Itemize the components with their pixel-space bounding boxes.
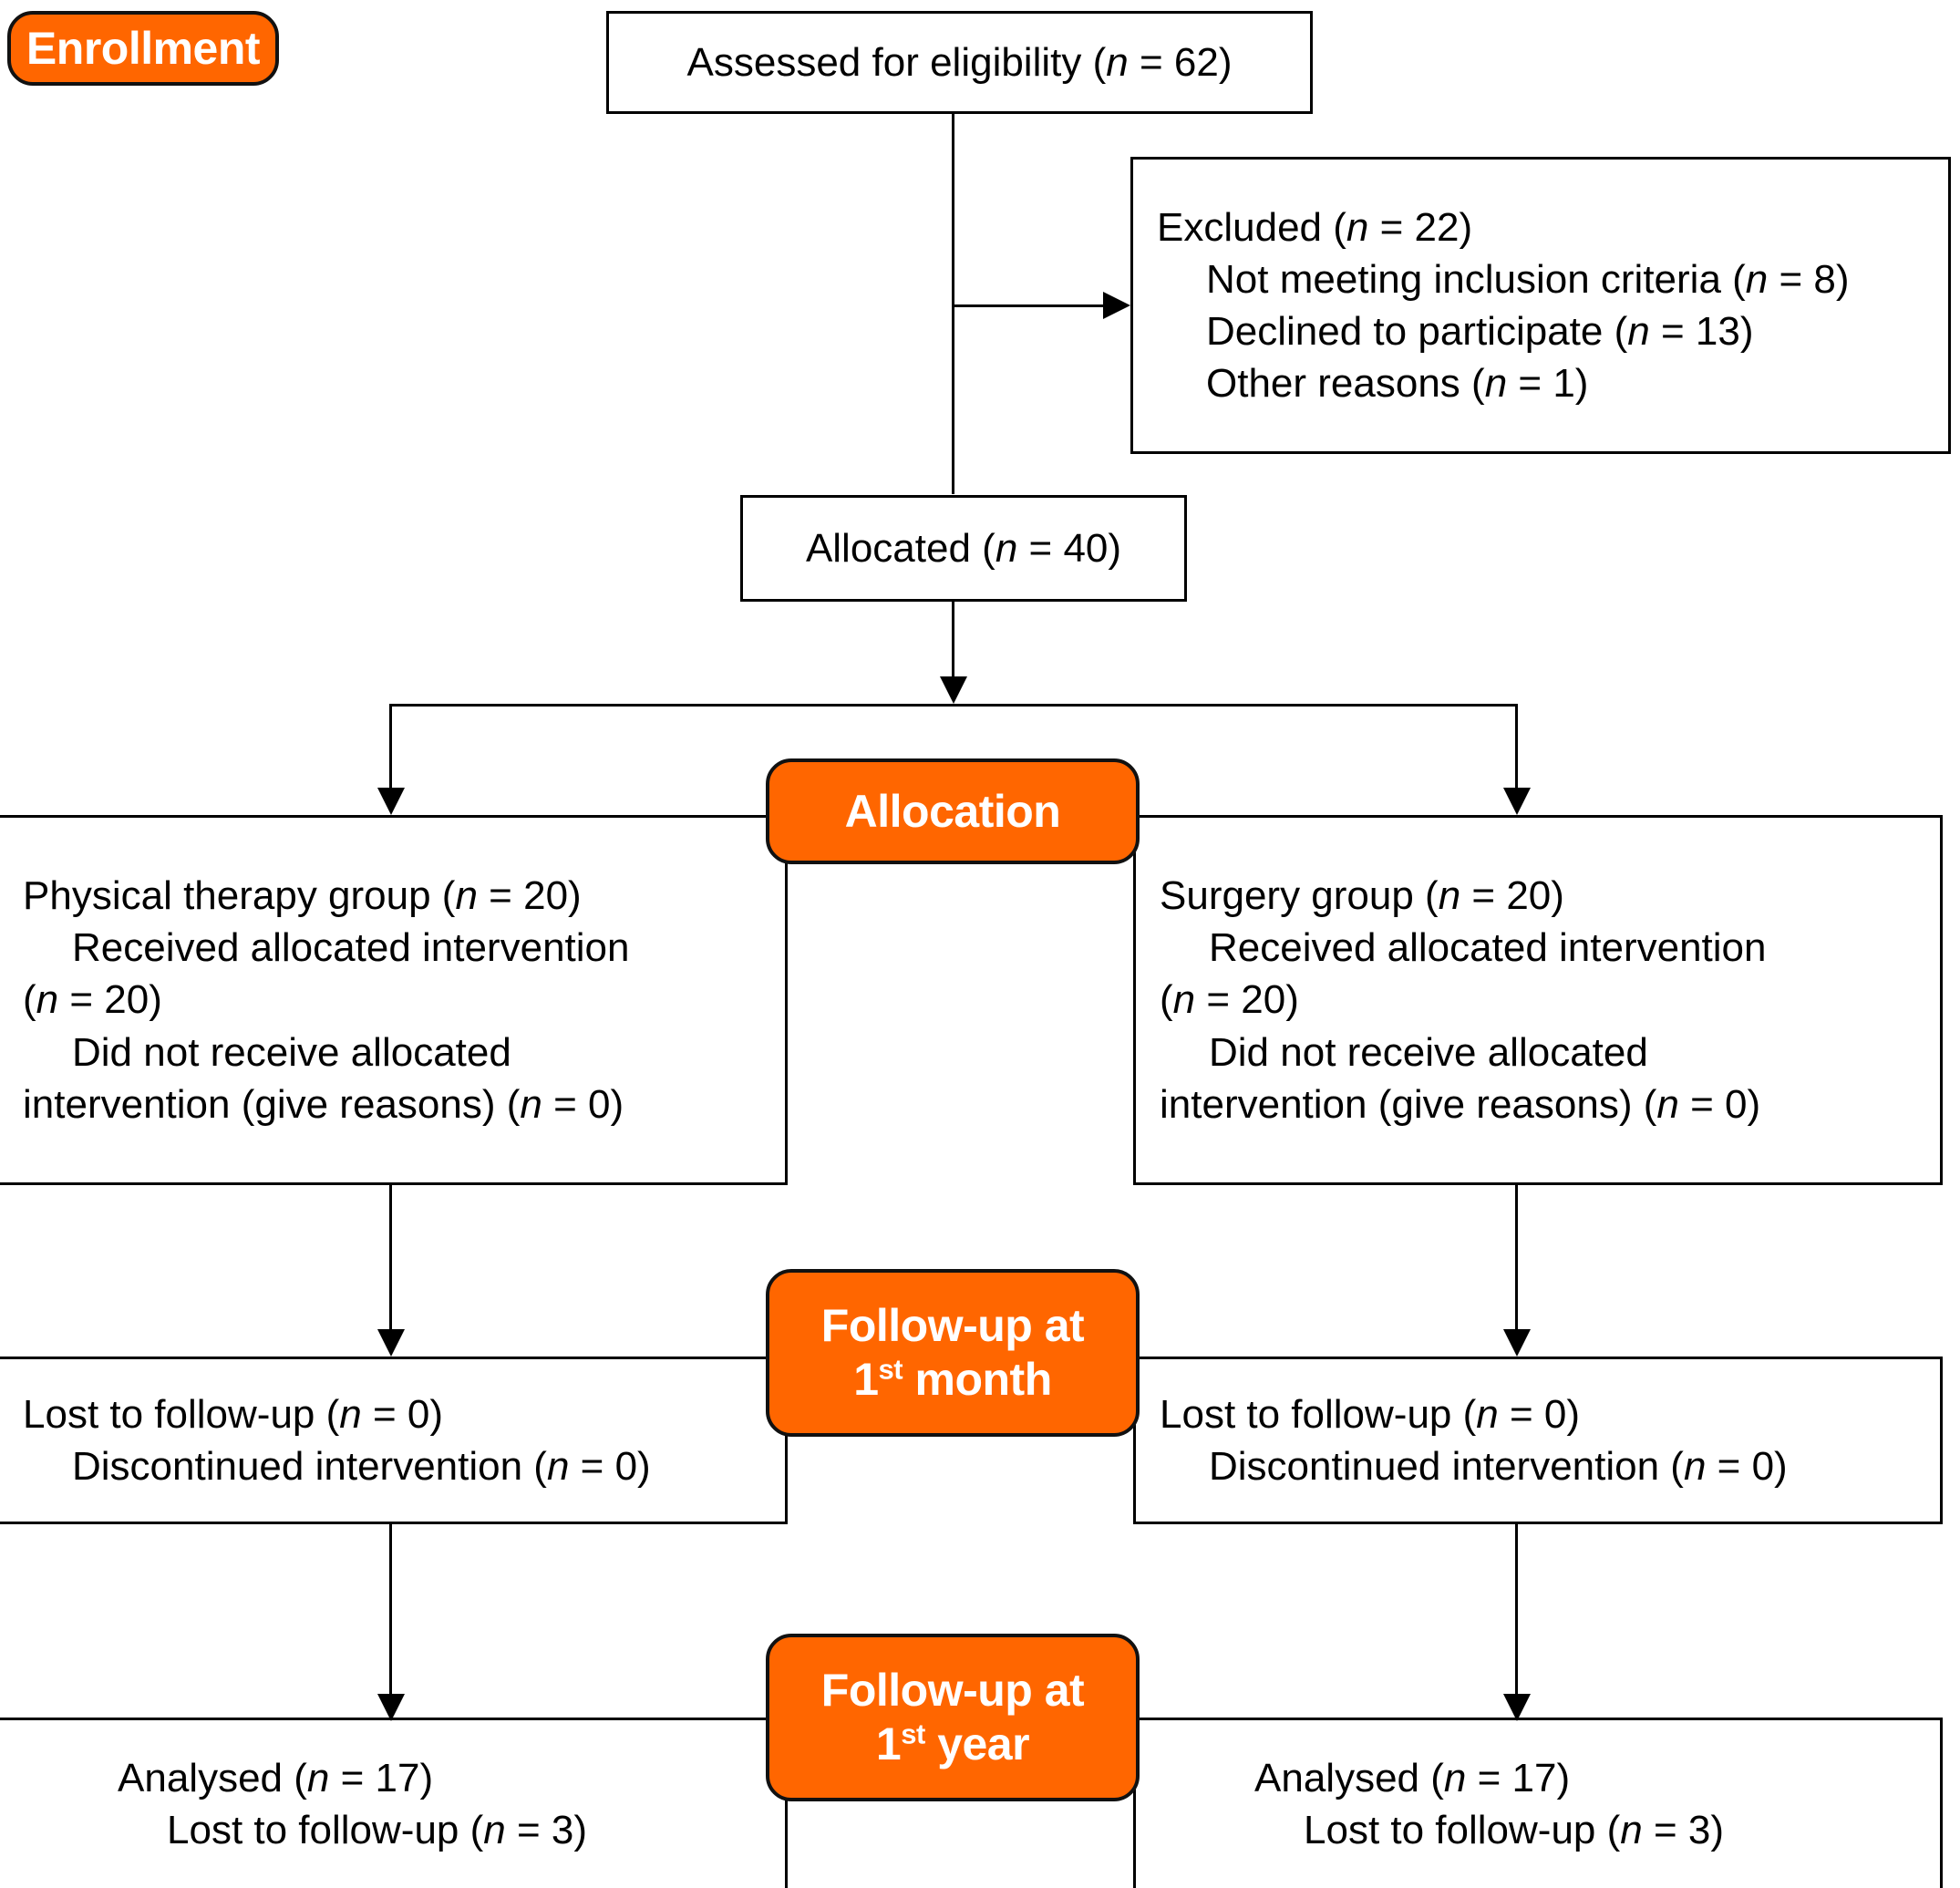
- connector-split-right: [1515, 704, 1518, 788]
- node-line: Discontinued intervention (n = 0): [72, 1444, 651, 1489]
- arrowhead-allocated-down: [940, 676, 967, 704]
- n-variable: n: [995, 525, 1018, 571]
- node-assessed-for-eligibility: Assessed for eligibility (n = 62): [606, 11, 1313, 114]
- n-variable: n: [546, 1444, 570, 1489]
- node-line: Analysed (n = 17): [118, 1755, 434, 1800]
- arrowhead-to-excluded: [1103, 292, 1130, 319]
- n-variable: n: [1443, 1755, 1467, 1800]
- n-variable: n: [1346, 204, 1369, 250]
- node-followup-month-surgery: Lost to follow-up (n = 0) Discontinued i…: [1133, 1357, 1943, 1524]
- node-line: Analysed (n = 17): [1254, 1755, 1571, 1800]
- node-line: Excluded (n = 22): [1157, 204, 1473, 250]
- arrowhead-left-followup1: [377, 1329, 405, 1357]
- n-variable: n: [1627, 309, 1650, 354]
- n-variable: n: [1620, 1808, 1643, 1852]
- node-line: intervention (give reasons) (n = 0): [1160, 1081, 1761, 1127]
- connector-allocation-split-bar: [389, 704, 1518, 707]
- n-variable: n: [1484, 361, 1508, 407]
- connector-assessed-to-excluded: [952, 304, 1103, 307]
- n-variable: n: [483, 1808, 506, 1852]
- connector-split-left: [389, 704, 392, 788]
- connector-allocated-down: [952, 602, 954, 676]
- node-line: Assessed for eligibility (n = 62): [686, 39, 1233, 85]
- node-line: Received allocated intervention: [72, 925, 630, 971]
- node-line: Lost to follow-up (n = 0): [23, 1391, 444, 1437]
- node-followup-month-physical-therapy: Lost to follow-up (n = 0) Discontinued i…: [0, 1357, 788, 1524]
- node-excluded: Excluded (n = 22) Not meeting inclusion …: [1130, 157, 1951, 454]
- connector-right-alloc-to-followup1: [1515, 1185, 1518, 1329]
- node-line: (n = 20): [1160, 977, 1299, 1023]
- connector-assessed-to-allocated: [952, 114, 954, 494]
- node-line: Discontinued intervention (n = 0): [1209, 1444, 1788, 1489]
- node-line: Did not receive allocated: [1209, 1029, 1648, 1075]
- n-variable: n: [1656, 1081, 1679, 1127]
- arrowhead-split-left: [377, 788, 405, 815]
- node-line: Other reasons (n = 1): [1206, 361, 1589, 407]
- node-allocation-surgery-group: Surgery group (n = 20) Received allocate…: [1133, 815, 1943, 1185]
- n-variable: n: [36, 977, 59, 1023]
- followup-year-line1: Follow-up at: [820, 1665, 1085, 1716]
- node-line: (n = 20): [23, 977, 162, 1023]
- connector-right-followup1-to-analysed: [1515, 1524, 1518, 1694]
- node-line: Not meeting inclusion criteria (n = 8): [1206, 256, 1850, 302]
- arrowhead-left-analysed: [377, 1694, 405, 1721]
- n-variable: n: [339, 1391, 362, 1437]
- connector-left-followup1-to-analysed: [389, 1524, 392, 1694]
- node-analysed-surgery: Analysed (n = 17) Lost to follow-up (n =…: [1133, 1718, 1943, 1888]
- node-line: Received allocated intervention: [1209, 925, 1767, 971]
- arrowhead-right-analysed: [1503, 1694, 1531, 1721]
- node-line: Lost to follow-up (n = 0): [1160, 1391, 1581, 1437]
- n-variable: n: [1438, 873, 1461, 919]
- node-analysed-physical-therapy: Analysed (n = 17) Lost to follow-up (n =…: [0, 1718, 788, 1888]
- n-variable: n: [1683, 1444, 1707, 1489]
- n-variable: n: [520, 1081, 542, 1127]
- stage-badge-followup-month: Follow-up at 1st month: [766, 1269, 1140, 1437]
- ordinal-suffix-sup: st: [878, 1353, 903, 1386]
- followup-month-line2: 1st month: [853, 1353, 1052, 1405]
- node-line: intervention (give reasons) (n = 0): [23, 1081, 624, 1127]
- node-line: Allocated (n = 40): [805, 525, 1122, 571]
- stage-badge-followup-month-label: Follow-up at 1st month: [820, 1299, 1085, 1407]
- arrowhead-right-followup1: [1503, 1329, 1531, 1357]
- n-variable: n: [306, 1755, 330, 1800]
- n-variable: n: [1745, 256, 1769, 302]
- node-allocation-physical-therapy-group: Physical therapy group (n = 20) Received…: [0, 815, 788, 1185]
- connector-left-alloc-to-followup1: [389, 1185, 392, 1329]
- node-line: Declined to participate (n = 13): [1206, 309, 1754, 354]
- ordinal-suffix-sup: st: [901, 1718, 925, 1750]
- stage-badge-allocation-label: Allocation: [844, 785, 1061, 837]
- stage-badge-allocation: Allocation: [766, 758, 1140, 864]
- n-variable: n: [1476, 1391, 1499, 1437]
- n-variable: n: [1106, 39, 1129, 85]
- arrowhead-split-right: [1503, 788, 1531, 815]
- stage-badge-enrollment: Enrollment: [7, 11, 279, 86]
- stage-badge-followup-year-label: Follow-up at 1st year: [820, 1664, 1085, 1771]
- node-allocated: Allocated (n = 40): [740, 495, 1187, 602]
- node-line: Lost to follow-up (n = 3): [167, 1808, 588, 1852]
- node-line: Lost to follow-up (n = 3): [1304, 1808, 1725, 1852]
- n-variable: n: [455, 873, 478, 919]
- followup-month-line1: Follow-up at: [820, 1300, 1085, 1351]
- stage-badge-followup-year: Follow-up at 1st year: [766, 1634, 1140, 1801]
- followup-year-line2: 1st year: [875, 1718, 1030, 1769]
- node-line: Surgery group (n = 20): [1160, 873, 1564, 919]
- node-line: Physical therapy group (n = 20): [23, 873, 582, 919]
- stage-badge-enrollment-label: Enrollment: [26, 22, 261, 74]
- n-variable: n: [1172, 977, 1196, 1023]
- node-line: Did not receive allocated: [72, 1029, 511, 1075]
